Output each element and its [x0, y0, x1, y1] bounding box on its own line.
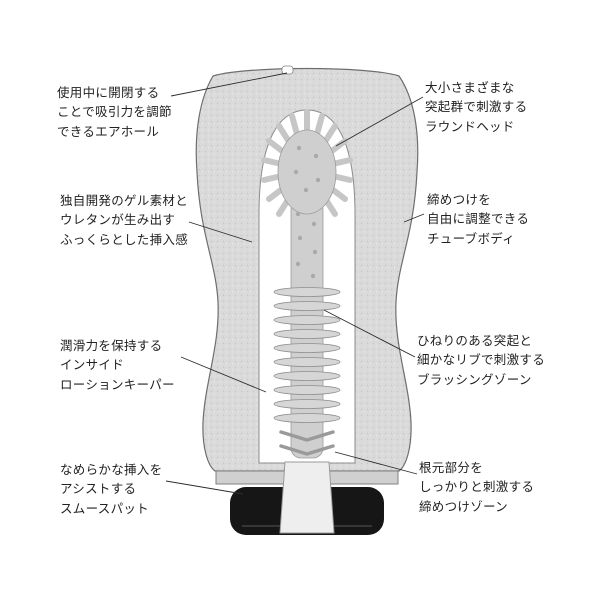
label-line: ふっくらとした挿入感 — [60, 232, 189, 247]
label-line: ことで吸引力を調節 — [57, 105, 172, 120]
leader-line-tube-body — [403, 213, 425, 223]
label-tightening-zone: 根元部分を しっかりと刺激する 締めつけゾーン — [419, 459, 534, 517]
label-air-hole: 使用中に開閉する ことで吸引力を調節 できるエアホール — [57, 84, 172, 142]
label-line: チューブボディ — [427, 231, 515, 246]
label-line: 締めつけゾーン — [419, 499, 508, 514]
label-line: できるエアホール — [57, 124, 160, 139]
label-smooth-pad: なめらかな挿入を アシストする スムースパット — [60, 461, 162, 519]
label-line: 突起群で刺激する — [425, 100, 528, 115]
round-head — [277, 129, 337, 215]
label-line: 締めつけを — [427, 193, 492, 207]
label-brushing-zone: ひねりのある突起と 細かなリブで刺激する ブラッシングゾーン — [417, 332, 545, 390]
leader-line-lotion-keeper — [180, 356, 267, 393]
leader-line-round-head — [335, 96, 424, 147]
label-line: スムースパット — [60, 501, 149, 516]
leader-line-gel-material — [188, 221, 253, 243]
label-line: インサイド — [60, 358, 125, 373]
label-tube-body: 締めつけを 自由に調整できる チューブボディ — [427, 191, 529, 249]
label-line: ローションキーパー — [60, 377, 175, 392]
label-line: 根元部分を — [419, 461, 484, 475]
leader-line-air-hole — [170, 72, 288, 97]
label-line: アシストする — [60, 482, 137, 497]
leader-line-smooth-pad — [165, 480, 244, 495]
label-lotion-keeper: 潤滑力を保持する インサイド ローションキーパー — [60, 337, 175, 395]
label-line: 使用中に開閉する — [57, 86, 160, 100]
label-line: なめらかな挿入を — [60, 463, 163, 477]
base-spiral — [279, 430, 335, 456]
label-line: 細かなリブで刺激する — [417, 353, 546, 368]
leader-lines — [165, 72, 425, 495]
leader-line-brushing-zone — [323, 309, 416, 358]
label-line: しっかりと刺激する — [419, 480, 535, 495]
label-line: ひねりのある突起と — [417, 334, 533, 348]
label-round-head: 大小さまざまな 突起群で刺激する ラウンドヘッド — [425, 79, 527, 137]
label-gel-material: 独自開発のゲル素材と ウレタンが生み出す ふっくらとした挿入感 — [60, 192, 188, 250]
label-line: 自由に調整できる — [427, 212, 530, 227]
label-line: 潤滑力を保持する — [60, 339, 163, 353]
bottom-slot — [279, 461, 335, 534]
label-line: ウレタンが生み出す — [60, 213, 176, 228]
label-line: ブラッシングゾーン — [417, 372, 532, 387]
leader-line-tightening-zone — [334, 451, 418, 475]
texture-dots — [293, 145, 321, 279]
label-line: 独自開発のゲル素材と — [60, 194, 189, 208]
label-line: 大小さまざまな — [425, 81, 515, 95]
label-line: ラウンドヘッド — [425, 119, 515, 134]
brushing-ribs — [273, 287, 341, 423]
air-hole — [281, 65, 294, 75]
